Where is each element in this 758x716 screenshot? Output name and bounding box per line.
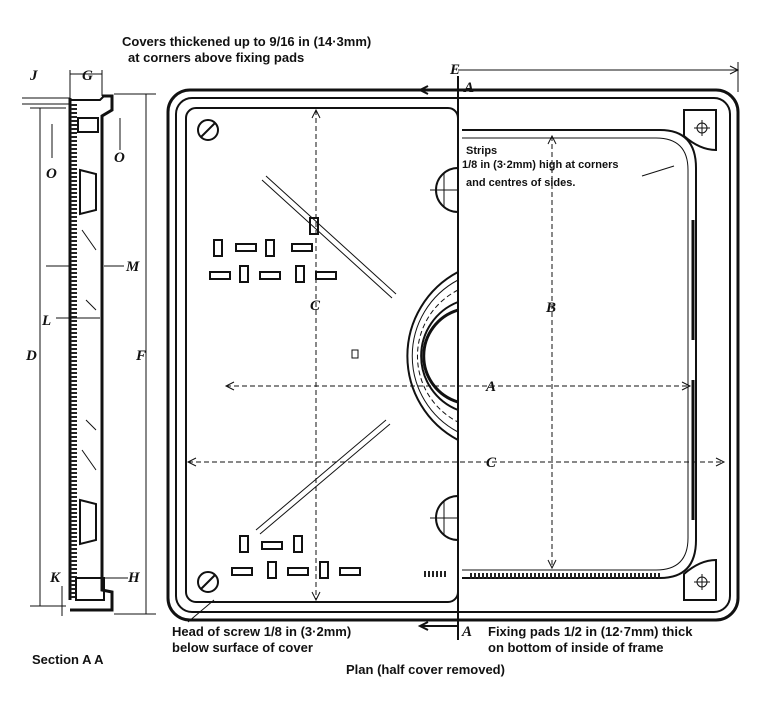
dim-label-c-horizontal: C: [486, 455, 497, 471]
section-bottom-lip: [75, 577, 105, 601]
leader-screw: [187, 599, 215, 623]
note-strips-line3: and centres of sides.: [466, 177, 575, 189]
dim-label-b: B: [545, 300, 556, 316]
note-covers-line1: Covers thickened up to 9/16 in (14·3mm): [122, 34, 371, 49]
dim-label-e: E: [449, 62, 460, 78]
note-screw-line1: Head of screw 1/8 in (3·2mm): [172, 624, 351, 639]
dim-label-a-bottom: A: [461, 624, 472, 640]
note-covers-line2: at corners above fixing pads: [128, 50, 304, 65]
dim-label-f: F: [135, 348, 146, 364]
boss-hole: [422, 308, 459, 404]
lifting-bar-top: [261, 175, 397, 299]
boss-outer: [406, 271, 459, 441]
inner-strip-inner: [462, 137, 689, 571]
plan-view: [166, 62, 740, 640]
frame-inner: [175, 97, 731, 613]
fixing-pad-top-right: [683, 109, 717, 152]
lug-top: [430, 167, 459, 213]
note-pads-line2: on bottom of inside of frame: [488, 640, 664, 655]
caption-plan: Plan (half cover removed): [346, 662, 505, 677]
section-rib-2: [79, 498, 97, 546]
note-strips-line1: Strips: [466, 145, 497, 157]
lifting-bar-bottom: [255, 419, 391, 535]
dim-label-g: G: [82, 68, 93, 84]
note-strips-line2: 1/8 in (3·2mm) high at corners: [462, 159, 618, 171]
cut-arrow-bottom: [417, 621, 458, 631]
dim-label-a-top: A: [463, 80, 474, 96]
leader-strips: [641, 165, 675, 177]
section-top-lip: [77, 117, 99, 133]
dim-label-h: H: [127, 570, 141, 586]
screw-bottom-left: [197, 571, 219, 593]
dim-label-d: D: [25, 348, 37, 364]
section-aa: [22, 70, 156, 616]
pattern-top: [209, 217, 337, 283]
note-pads-line1: Fixing pads 1/2 in (12·7mm) thick: [488, 624, 693, 639]
section-bevels: [81, 229, 97, 471]
dim-label-c-vertical: C: [310, 298, 321, 314]
dim-label-l: L: [41, 313, 51, 329]
caption-section: Section A A: [32, 652, 104, 667]
cut-arrow-top: [417, 85, 458, 95]
section-top-flange: [70, 95, 105, 101]
dim-label-a-center: A: [485, 379, 496, 395]
note-screw-line2: below surface of cover: [172, 640, 313, 655]
screw-top-left: [197, 119, 219, 141]
dim-label-k: K: [49, 570, 61, 586]
section-rib-1: [79, 168, 97, 216]
boss-inner: [420, 301, 459, 411]
section-inner-wall: [70, 94, 114, 612]
pattern-bottom: [231, 535, 361, 579]
inner-strip-outer: [462, 129, 697, 579]
dim-label-o-left: O: [46, 166, 57, 182]
dim-label-o-right: O: [114, 150, 125, 166]
fixing-pad-bottom-right: [683, 558, 717, 601]
dim-label-m: M: [125, 259, 140, 275]
dim-label-j: J: [29, 68, 38, 84]
lug-bottom: [430, 495, 459, 541]
